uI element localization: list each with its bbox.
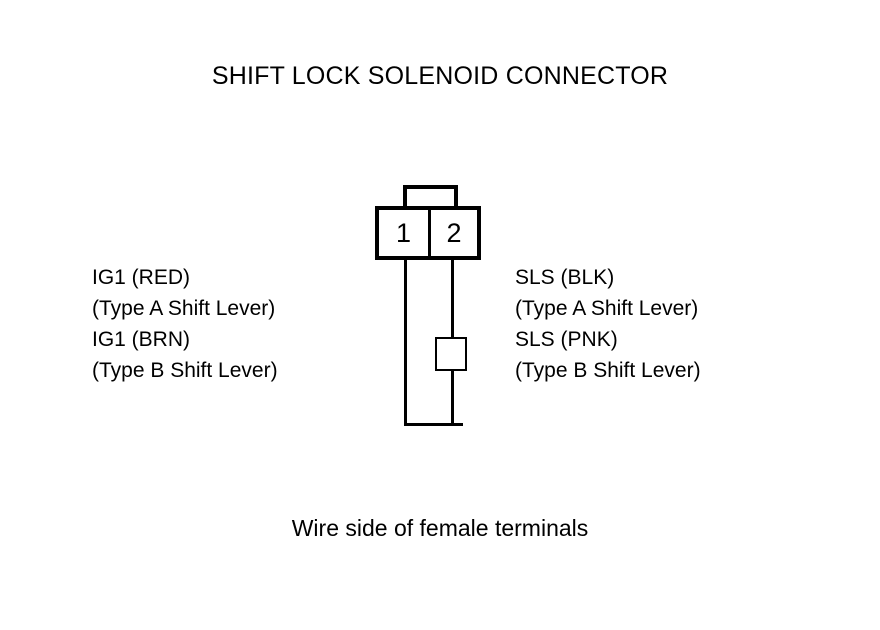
label-right-line-3: SLS (PNK)	[515, 328, 618, 351]
label-left-line-1: IG1 (RED)	[92, 266, 191, 289]
label-block-left: IG1 (RED) (Type A Shift Lever) IG1 (BRN)…	[92, 262, 278, 386]
inline-component-box	[435, 337, 467, 371]
wire-pin-2-upper	[451, 257, 454, 339]
label-left-line-2: (Type A Shift Lever)	[92, 297, 276, 320]
label-right-line-2: (Type A Shift Lever)	[515, 297, 699, 320]
label-left-line-3: IG1 (BRN)	[92, 328, 191, 351]
diagram-caption: Wire side of female terminals	[291, 515, 589, 541]
label-right-line-1: SLS (BLK)	[515, 266, 615, 289]
pin-number-1: 1	[395, 217, 412, 248]
diagram-title: SHIFT LOCK SOLENOID CONNECTOR	[211, 62, 669, 90]
pin-cell-1: 1	[379, 210, 428, 256]
label-block-right: SLS (BLK) (Type A Shift Lever) SLS (PNK)…	[515, 262, 701, 386]
label-left-line-4: (Type B Shift Lever)	[92, 359, 278, 382]
wire-bottom-rail	[404, 423, 463, 426]
wire-pin-1	[404, 257, 407, 426]
connector-housing: 1 2	[375, 206, 481, 260]
pin-number-2: 2	[446, 217, 462, 248]
wire-pin-2-lower	[451, 369, 454, 426]
label-right-line-4: (Type B Shift Lever)	[515, 359, 701, 382]
connector-locking-tab	[403, 185, 458, 209]
pin-cell-2: 2	[428, 210, 477, 256]
